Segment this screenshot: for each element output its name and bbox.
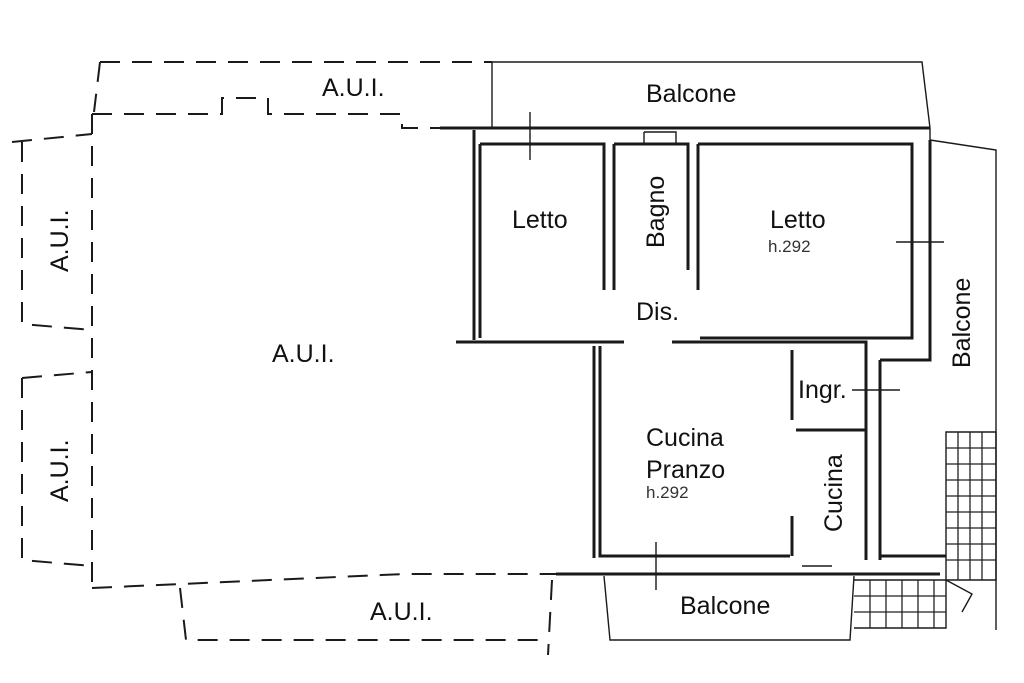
letto-right-label: Letto: [770, 206, 826, 234]
balcony-top: [491, 61, 931, 129]
cucina-pranzo-label-line2: Pranzo: [646, 456, 725, 484]
cucina-pranzo-height-label: h.292: [646, 483, 689, 502]
balcone-right-label: Balcone: [948, 278, 976, 368]
aui-left-upper-label: A.U.I.: [46, 209, 74, 272]
aui-bottom-label: A.U.I.: [370, 598, 433, 626]
letto-left-label: Letto: [512, 206, 568, 234]
bagno-label: Bagno: [642, 176, 670, 248]
balcone-bottom-label: Balcone: [680, 592, 770, 620]
balcone-top-label: Balcone: [646, 80, 736, 108]
dis-label: Dis.: [636, 298, 679, 326]
balcony-bottom: [603, 575, 855, 641]
cucina-label: Cucina: [820, 454, 848, 532]
aui-top-label: A.U.I.: [322, 74, 385, 102]
stairs: [854, 431, 997, 629]
aui-left-lower-label: A.U.I.: [46, 439, 74, 502]
cucina-pranzo-label-line1: Cucina: [646, 424, 724, 452]
ingr-label: Ingr.: [798, 376, 847, 404]
letto-right-height-label: h.292: [768, 237, 811, 256]
window-markers: [512, 112, 944, 590]
walls: [440, 126, 946, 576]
aui-outlines: [11, 61, 560, 656]
aui-center-label: A.U.I.: [272, 340, 335, 368]
